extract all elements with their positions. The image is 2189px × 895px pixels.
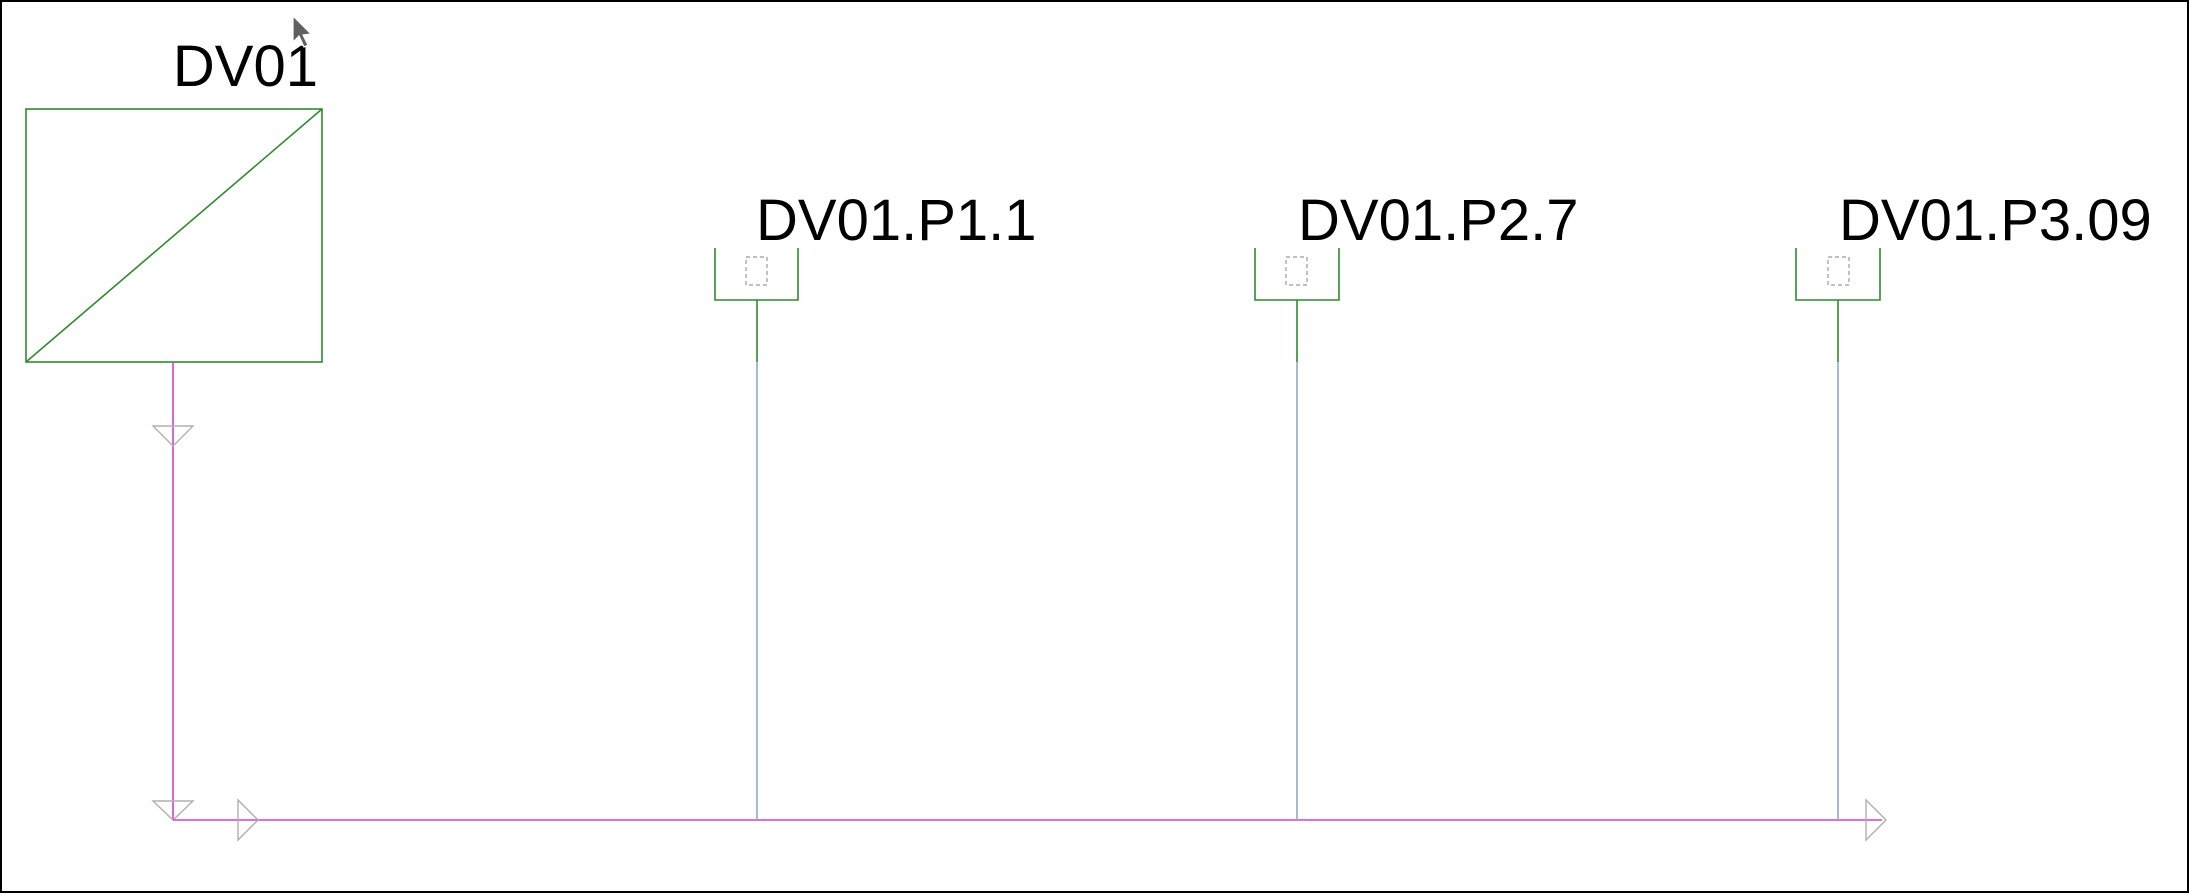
- point-device[interactable]: DV01.P2.7: [1254, 188, 1579, 820]
- main-device-diagonal: [25, 108, 323, 363]
- main-device-label: DV01: [173, 34, 318, 99]
- point-socket[interactable]: [1254, 248, 1340, 301]
- point-label: DV01.P3.09: [1839, 188, 2152, 253]
- point-placeholder-icon: [1827, 256, 1850, 286]
- point-socket[interactable]: [1795, 248, 1881, 301]
- point-label: DV01.P1.1: [756, 188, 1037, 253]
- mouse-cursor-icon: [292, 14, 313, 48]
- point-placeholder-icon: [1285, 256, 1308, 286]
- down-arrow-marker: [151, 800, 195, 821]
- point-placeholder-icon: [745, 256, 768, 286]
- point-device[interactable]: DV01.P3.09: [1795, 188, 2152, 820]
- point-label: DV01.P2.7: [1298, 188, 1579, 253]
- right-arrow-marker: [1865, 798, 1887, 842]
- down-arrow-marker: [151, 425, 195, 447]
- main-device-box[interactable]: [25, 108, 323, 363]
- point-socket[interactable]: [714, 248, 799, 301]
- right-arrow-marker: [237, 798, 259, 842]
- point-device[interactable]: DV01.P1.1: [714, 188, 1037, 820]
- main-device[interactable]: DV01: [25, 34, 323, 363]
